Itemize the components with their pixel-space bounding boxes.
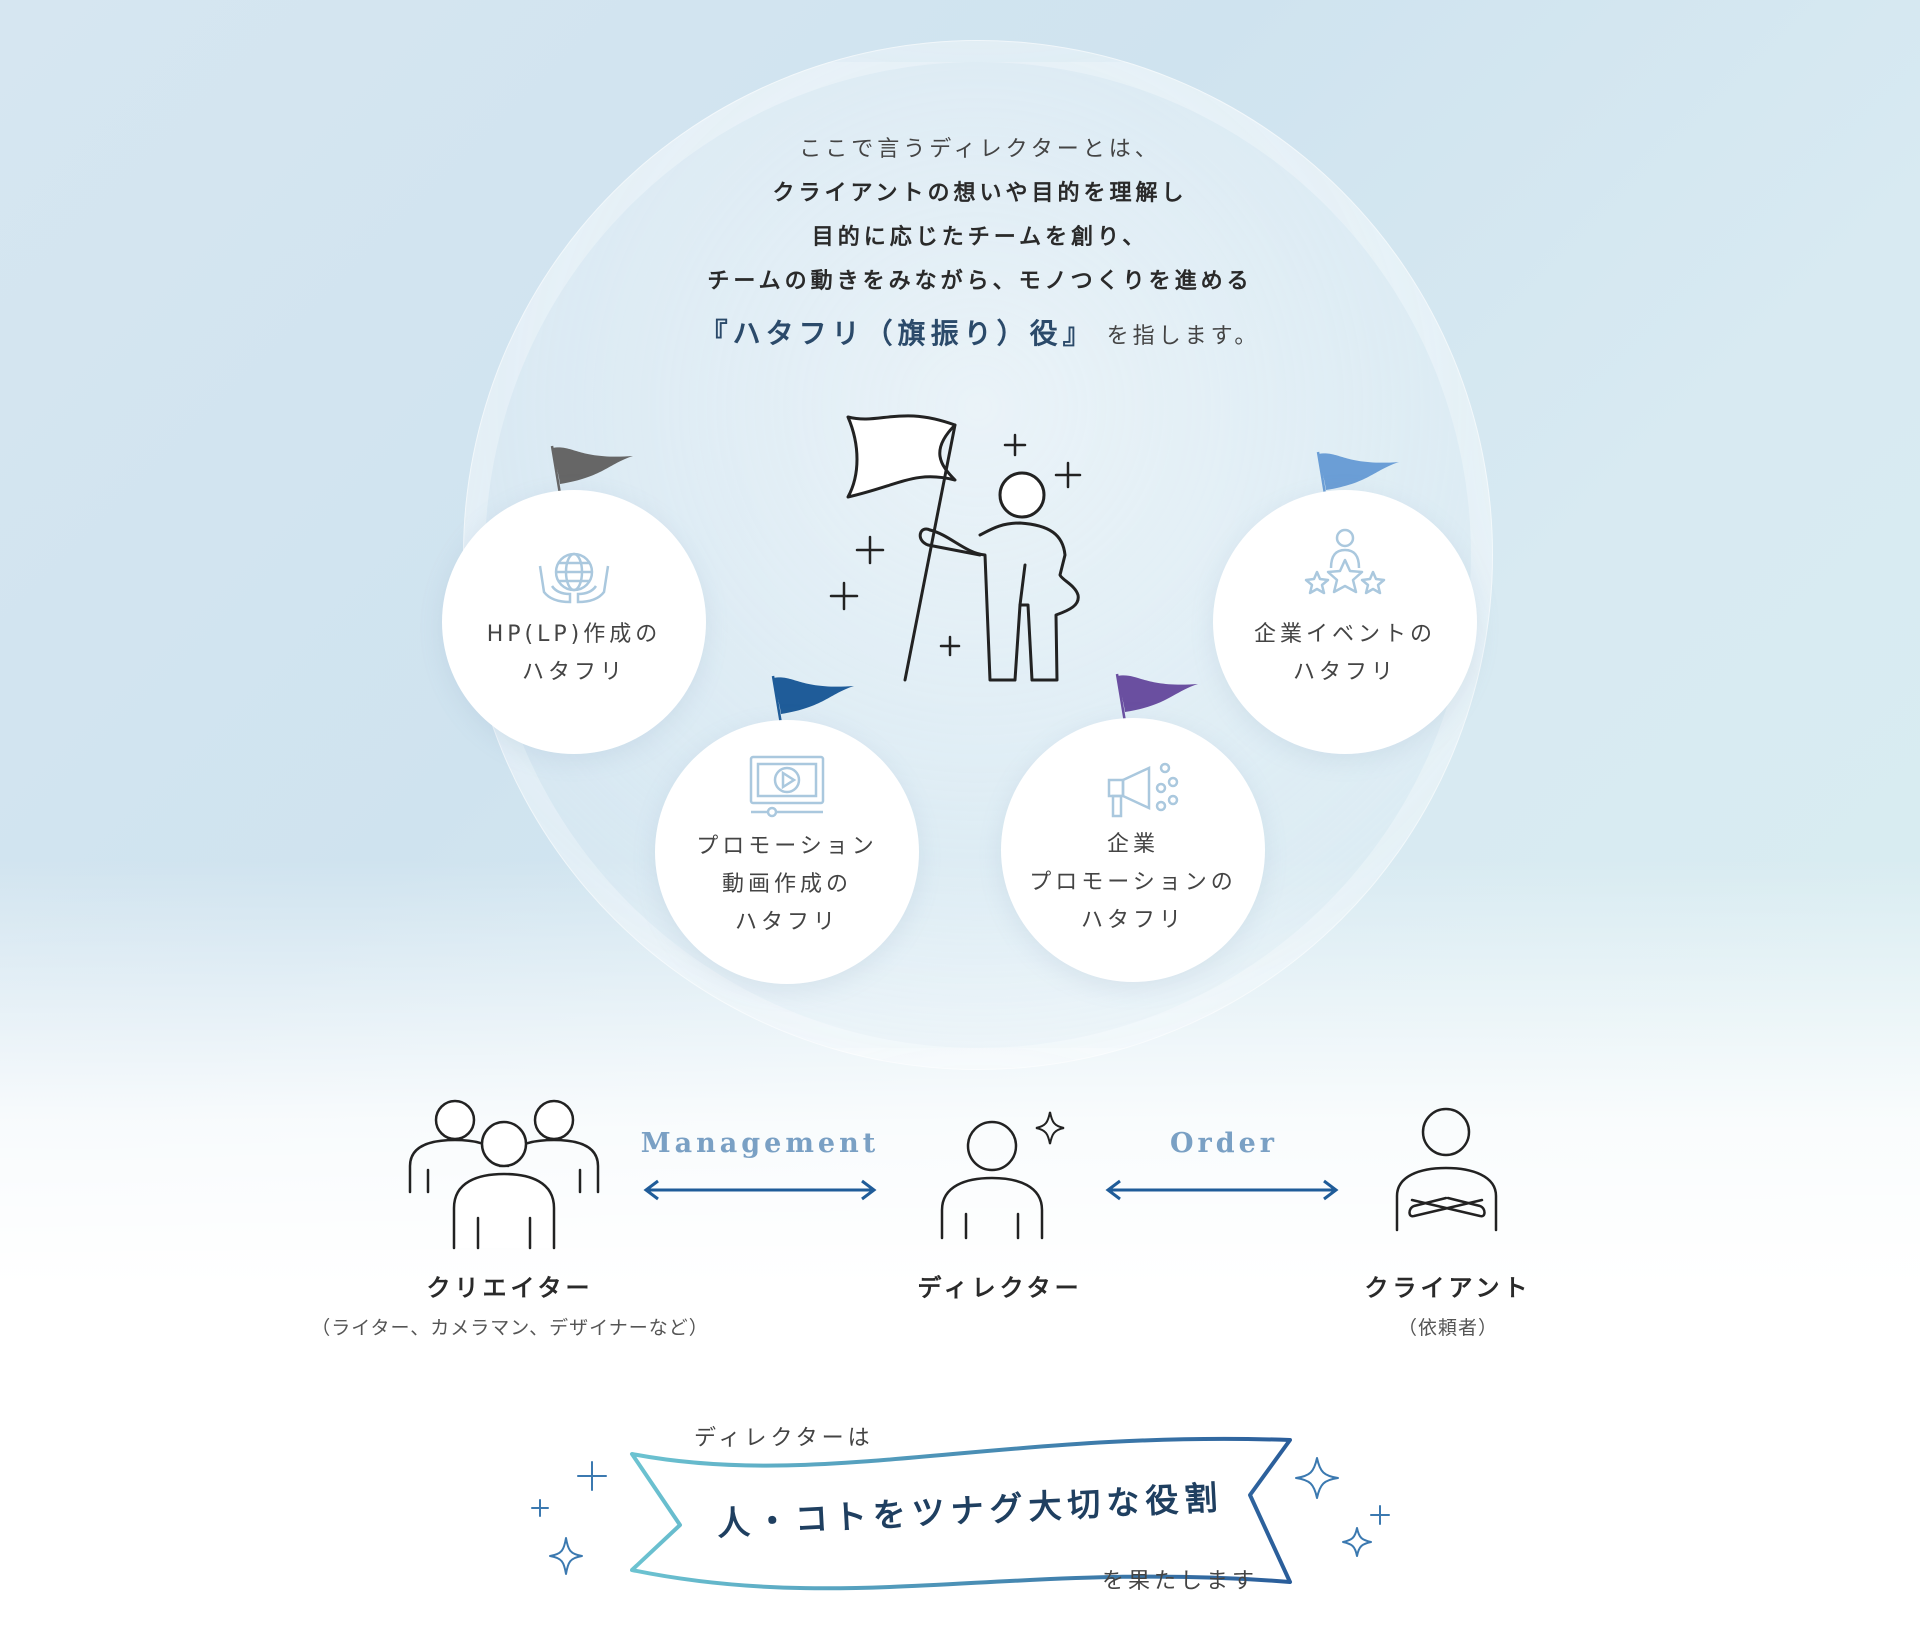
video-flag-cloth [773,677,854,714]
intro-text: ここで言うディレクターとは、 クライアントの想いや目的を理解し 目的に応じたチー… [560,128,1400,359]
event-node-label: 企業イベントの ハタフリ [1253,622,1436,685]
flag-bearer-icon [829,414,1082,682]
ribbon-top-text: ディレクターは [694,1426,874,1451]
intro-suffix: を指します。 [1106,324,1261,349]
management-arrow [643,1179,877,1201]
director-person-icon [940,1111,1065,1240]
order-label: Order [1169,1128,1279,1159]
intro-line-4: チームの動きをみながら、モノつくりを進める [707,269,1253,294]
hp-node: HP(LP)作成の ハタフリ [442,490,706,754]
ribbon-outline [630,1436,1292,1591]
client-sub-label: （依頼者） [1397,1317,1498,1339]
hp-flag-cloth [552,447,633,484]
video-player-icon [749,755,825,818]
promo-node-label: 企業 プロモーションの ハタフリ [1029,832,1237,933]
promo-node: 企業 プロモーションの ハタフリ [1001,718,1265,982]
intro-line-1: ここで言うディレクターとは、 [799,137,1161,162]
ribbon-banner [531,1436,1390,1591]
intro-emphasis: 『ハタフリ（旗振り）役』 [699,317,1096,350]
order-arrow [1105,1179,1339,1201]
intro-line-5: 『ハタフリ（旗振り）役』 を指します。 [560,312,1400,359]
management-label: Management [640,1128,880,1159]
event-flag-cloth [1318,453,1399,490]
video-node-label: プロモーション 動画作成の ハタフリ [696,834,878,935]
sparkle-icons [531,1457,1390,1575]
intro-line-2: クライアントの想いや目的を理解し [772,181,1188,206]
event-node: 企業イベントの ハタフリ [1213,490,1477,754]
client-label: クライアント [1364,1274,1532,1302]
director-label: ディレクター [917,1274,1083,1302]
intro-line-3: 目的に応じたチームを創り、 [811,225,1149,250]
ribbon-bottom-text: を果たします [1102,1569,1259,1594]
creator-label: クリエイター [426,1274,594,1302]
megaphone-icon [1107,762,1179,818]
creators-group-icon [408,1099,600,1250]
client-person-icon [1395,1107,1498,1232]
hp-node-label: HP(LP)作成の ハタフリ [486,622,662,685]
promo-flag-cloth [1117,675,1198,712]
creator-sub-label: （ライター、カメラマン、デザイナーなど） [311,1317,709,1339]
video-node: プロモーション 動画作成の ハタフリ [655,720,919,984]
globe-hands-icon [538,552,610,604]
presenter-stars-icon [1304,528,1386,595]
director-sparkle-icon [1035,1111,1065,1145]
